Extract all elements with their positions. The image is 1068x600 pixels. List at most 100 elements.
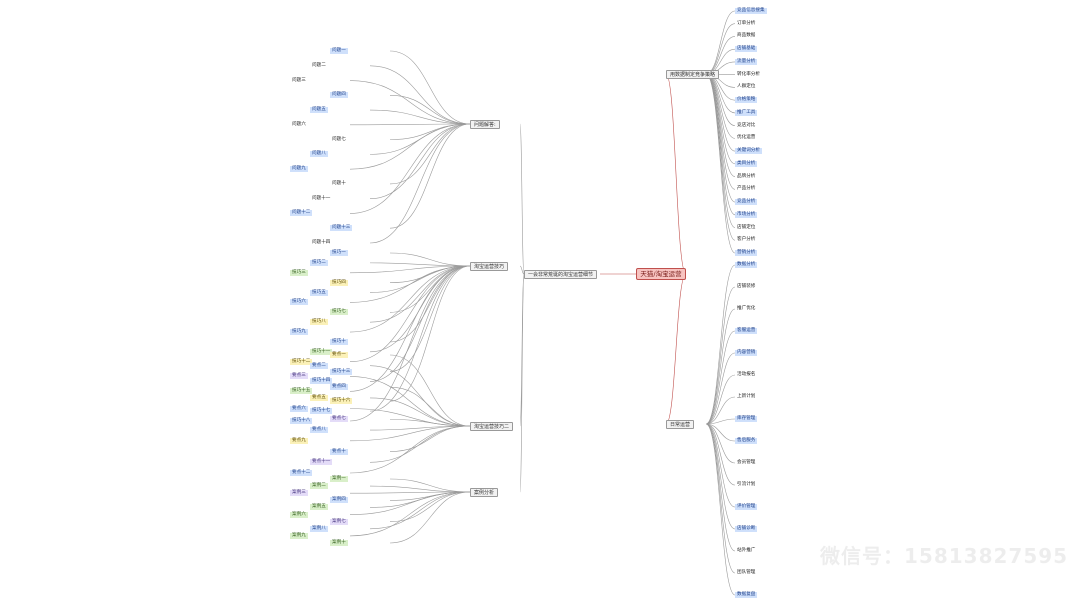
left-leaf[interactable]: 问题三: [292, 77, 306, 83]
left-leaf[interactable]: 案例六: [290, 511, 308, 518]
left-leaf[interactable]: 技巧六: [290, 299, 308, 306]
left-leaf[interactable]: 技巧七: [330, 309, 348, 316]
left-leaf[interactable]: 要点三: [290, 373, 308, 380]
left-leaf[interactable]: 问题五: [310, 107, 328, 114]
right-leaf[interactable]: 数据分析: [735, 262, 758, 268]
left-leaf[interactable]: 问题十二: [290, 210, 313, 217]
right-leaf[interactable]: 会员管理: [737, 460, 756, 465]
right-leaf[interactable]: 流量分析: [735, 58, 758, 65]
right-leaf[interactable]: 竞品分析: [735, 199, 758, 206]
left-branch-0[interactable]: 问题解答:: [470, 120, 500, 129]
left-leaf[interactable]: 技巧十三: [330, 368, 353, 375]
left-branch-3[interactable]: 案例分析: [470, 488, 499, 497]
right-leaf[interactable]: 库存管理: [735, 416, 758, 422]
right-leaf[interactable]: 营销分析: [735, 250, 758, 256]
right-leaf[interactable]: 品牌分析: [737, 173, 756, 179]
left-leaf[interactable]: 技巧四: [330, 279, 348, 286]
right-leaf[interactable]: 店铺装修: [737, 284, 756, 289]
right-leaf[interactable]: 活动报名: [737, 372, 756, 377]
left-leaf[interactable]: 技巧二: [310, 259, 328, 266]
left-branch-1[interactable]: 淘宝运营技巧: [470, 262, 509, 271]
left-leaf[interactable]: 要点五: [310, 394, 328, 401]
right-leaf[interactable]: 店铺定位: [737, 224, 756, 230]
left-leaf[interactable]: 要点八: [310, 427, 328, 434]
left-leaf[interactable]: 技巧十八: [290, 418, 313, 424]
right-leaf[interactable]: 团队管理: [737, 570, 756, 575]
left-leaf[interactable]: 案例八: [310, 525, 328, 532]
left-leaf[interactable]: 问题二: [312, 62, 326, 68]
right-leaf[interactable]: 评价管理: [735, 504, 758, 510]
left-leaf[interactable]: 问题六: [292, 121, 306, 127]
left-leaf[interactable]: 要点六: [290, 405, 308, 412]
left-leaf[interactable]: 技巧三: [290, 269, 308, 276]
left-leaf[interactable]: 要点二: [310, 362, 328, 369]
right-branch-1[interactable]: 日常运营: [666, 420, 695, 429]
right-leaf[interactable]: 数据复盘: [735, 592, 758, 598]
left-leaf[interactable]: 案例一: [330, 476, 348, 482]
right-leaf[interactable]: 客服运营: [735, 328, 758, 334]
left-leaf[interactable]: 要点四: [330, 384, 348, 391]
left-leaf[interactable]: 问题十四: [312, 240, 331, 245]
left-hub-node[interactable]: 一会非常荒诞的淘宝运营细节: [524, 270, 598, 279]
left-leaf[interactable]: 问题九: [290, 166, 308, 173]
left-leaf[interactable]: 技巧八: [310, 319, 328, 326]
left-leaf[interactable]: 技巧九: [290, 329, 308, 336]
right-leaf[interactable]: 优化运营: [737, 135, 756, 141]
right-leaf[interactable]: 产品分析: [737, 186, 756, 192]
left-leaf[interactable]: 问题十一: [312, 195, 331, 201]
right-leaf[interactable]: 类目分析: [735, 160, 758, 167]
left-leaf[interactable]: 案例二: [310, 483, 328, 490]
right-leaf[interactable]: 推广工具: [735, 109, 758, 116]
left-leaf[interactable]: 问题十三: [330, 225, 353, 232]
right-leaf[interactable]: 店铺基础: [735, 46, 758, 53]
right-leaf[interactable]: 市场分析: [735, 211, 758, 218]
right-leaf[interactable]: 售后服务: [735, 438, 758, 444]
right-leaf[interactable]: 站外推广: [737, 548, 756, 553]
left-leaf[interactable]: 技巧五: [310, 289, 328, 296]
right-leaf[interactable]: 内容营销: [735, 350, 758, 356]
left-leaf[interactable]: 技巧十一: [310, 348, 333, 355]
link-line: [705, 73, 736, 228]
left-leaf[interactable]: 问题八: [310, 151, 328, 158]
right-leaf[interactable]: 竞店对比: [737, 122, 756, 128]
left-branch-2[interactable]: 淘宝运营技巧二: [470, 422, 514, 431]
left-leaf[interactable]: 问题十: [332, 180, 346, 186]
right-leaf[interactable]: 人群定位: [737, 84, 756, 90]
right-leaf[interactable]: 推广优化: [737, 306, 756, 311]
left-leaf[interactable]: 要点一: [330, 352, 348, 358]
right-leaf[interactable]: 上新计划: [737, 394, 756, 399]
left-leaf[interactable]: 要点七: [330, 416, 348, 423]
right-leaf[interactable]: 客户分析: [737, 237, 756, 243]
right-leaf[interactable]: 订单分析: [737, 20, 756, 26]
left-leaf[interactable]: 案例九: [290, 532, 308, 539]
left-leaf[interactable]: 要点十一: [310, 459, 333, 466]
right-leaf[interactable]: 竞品信息搜集: [735, 8, 767, 14]
left-leaf[interactable]: 问题四: [330, 92, 348, 99]
left-leaf[interactable]: 要点十: [330, 448, 348, 455]
left-leaf[interactable]: 技巧十五: [290, 388, 313, 395]
right-leaf[interactable]: 商品数据: [737, 33, 756, 39]
left-leaf[interactable]: 案例十: [330, 540, 348, 546]
left-leaf[interactable]: 案例三: [290, 490, 308, 497]
left-leaf[interactable]: 问题七: [332, 136, 346, 142]
left-leaf[interactable]: 技巧十: [330, 338, 348, 345]
right-leaf[interactable]: 引流计划: [737, 482, 756, 487]
left-leaf[interactable]: 案例七: [330, 518, 348, 525]
left-leaf[interactable]: 要点十二: [290, 470, 313, 476]
left-leaf[interactable]: 案例四: [330, 497, 348, 504]
link-line: [705, 23, 736, 75]
right-branch-0[interactable]: 用数据制定竞争策略: [666, 70, 720, 79]
left-leaf[interactable]: 技巧一: [330, 250, 348, 256]
left-leaf[interactable]: 要点九: [290, 437, 308, 444]
left-leaf[interactable]: 技巧十二: [290, 358, 313, 365]
left-leaf[interactable]: 技巧十六: [330, 398, 353, 405]
left-leaf[interactable]: 技巧十七: [310, 408, 333, 415]
left-leaf[interactable]: 问题一: [330, 48, 348, 54]
right-leaf[interactable]: 关键词分析: [735, 148, 762, 155]
root-node[interactable]: 天猫/淘宝运营: [636, 268, 686, 280]
left-leaf[interactable]: 案例五: [310, 504, 328, 511]
right-leaf[interactable]: 转化率分析: [737, 71, 760, 77]
left-leaf[interactable]: 技巧十四: [310, 378, 333, 385]
right-leaf[interactable]: 店铺诊断: [735, 526, 758, 532]
right-leaf[interactable]: 价格策略: [735, 97, 758, 104]
